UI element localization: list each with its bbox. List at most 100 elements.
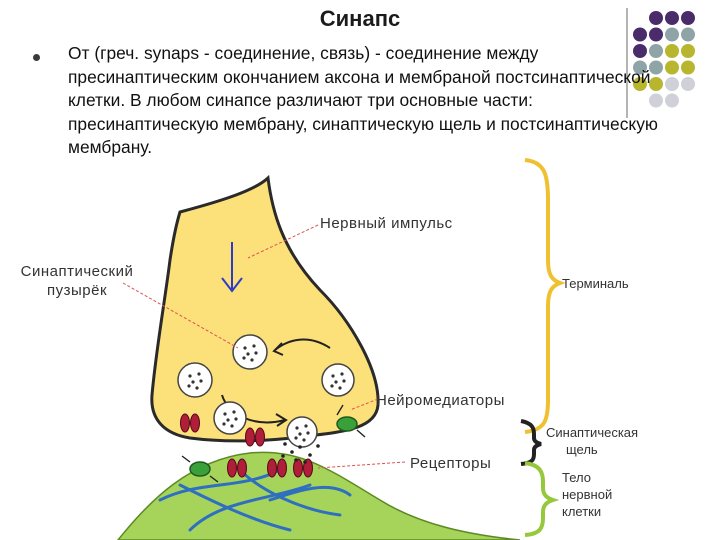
- decor-dot: [681, 11, 695, 25]
- bullet-marker: [33, 54, 40, 61]
- label-nerve-impulse: Нервный импульс: [320, 215, 453, 232]
- decor-dot: [649, 77, 663, 91]
- receptor: [277, 458, 287, 478]
- vesicle-content-dot: [188, 374, 192, 378]
- decor-dot: [681, 77, 695, 91]
- neurotransmitter-dot: [316, 444, 320, 448]
- decor-dot: [665, 44, 679, 58]
- vesicle-content-dot: [295, 426, 299, 430]
- vesicle-content-dot: [191, 380, 195, 384]
- neurotransmitter-dot: [283, 442, 287, 446]
- synaptic-cleft-brace: [520, 419, 542, 466]
- label-synaptic-cleft-line2: щель: [566, 442, 598, 457]
- receptor: [245, 427, 255, 447]
- decor-dot: [665, 93, 679, 108]
- vesicle-content-dot: [342, 379, 346, 383]
- synaptic-vesicle: [213, 401, 247, 435]
- label-cell-body-line2: нервной: [562, 487, 613, 502]
- decor-dot: [665, 11, 679, 25]
- label-terminal: Терминаль: [562, 276, 629, 291]
- vesicle-content-dot: [230, 424, 234, 428]
- decorative-dot-grid: [626, 8, 695, 118]
- decor-dot: [681, 27, 695, 42]
- label-synaptic-cleft-line1: Синаптическая: [546, 425, 639, 440]
- vesicle-content-dot: [187, 384, 191, 388]
- vesicle-content-dot: [302, 438, 306, 442]
- receptor: [267, 458, 277, 478]
- vesicle-content-dot: [298, 432, 302, 436]
- neurotransmitter-dot: [308, 453, 312, 457]
- vesicle-content-dot: [330, 384, 334, 388]
- transporter-blob-top: [336, 416, 358, 432]
- vesicle-content-dot: [331, 374, 335, 378]
- vesicle-content-dot: [254, 351, 258, 355]
- slide-title: Синапс: [319, 6, 401, 31]
- synaptic-vesicle: [177, 362, 213, 398]
- vesicle-content-dot: [222, 422, 226, 426]
- decor-dot: [681, 44, 695, 58]
- vesicle-content-dot: [306, 431, 310, 435]
- vesicle-content-dot: [304, 424, 308, 428]
- transporter-blob-bottom: [189, 461, 211, 477]
- receptor: [293, 458, 303, 478]
- vesicle-content-dot: [252, 344, 256, 348]
- receptor: [227, 458, 237, 478]
- terminal-brace: [524, 158, 566, 434]
- decor-dot: [665, 60, 679, 75]
- receptor: [180, 413, 190, 433]
- synaptic-vesicles: [177, 334, 355, 448]
- label-neurotransmitters: Нейромедиаторы: [376, 392, 505, 409]
- vesicle-content-dot: [223, 412, 227, 416]
- neurotransmitter-dot: [303, 460, 307, 464]
- decor-dot: [649, 11, 663, 25]
- receptor: [255, 427, 265, 447]
- vesicle-content-dot: [234, 417, 238, 421]
- decor-dot: [633, 44, 647, 58]
- neurotransmitter-dot: [290, 450, 294, 454]
- vesicle-content-dot: [334, 380, 338, 384]
- reuptake-arrows: [181, 404, 366, 483]
- slide-body-text: От (греч. synaps - соединение, связь) - …: [68, 43, 658, 157]
- vesicle-content-dot: [338, 386, 342, 390]
- vesicle-content-dot: [197, 372, 201, 376]
- receptor: [190, 413, 200, 433]
- vesicle-content-dot: [226, 418, 230, 422]
- vesicle-content-dot: [340, 372, 344, 376]
- cell-body-brace: [524, 461, 560, 537]
- synaptic-vesicle: [286, 416, 318, 448]
- postsynaptic-cell-body: [117, 451, 521, 540]
- decor-dot: [633, 27, 647, 42]
- synaptic-vesicle: [232, 334, 268, 370]
- decor-dot: [649, 44, 663, 58]
- decor-dot: [649, 93, 663, 108]
- vesicle-content-dot: [250, 358, 254, 362]
- neurotransmitter-dot: [281, 454, 285, 458]
- decor-dot: [633, 77, 647, 91]
- synaptic-vesicle: [321, 363, 355, 397]
- vesicle-content-dot: [246, 352, 250, 356]
- decor-dot: [649, 60, 663, 75]
- decor-dot: [665, 27, 679, 42]
- vesicle-content-dot: [199, 379, 203, 383]
- label-synaptic-vesicle-line1: Синаптический: [20, 263, 134, 280]
- label-synaptic-vesicle-line2: пузырёк: [46, 282, 108, 299]
- cell-fibers: [158, 468, 352, 532]
- decor-dot: [649, 27, 663, 42]
- receptor: [237, 458, 247, 478]
- nerve-impulse-arrow: [221, 242, 243, 293]
- decor-dot: [681, 60, 695, 75]
- vesicle-content-dot: [232, 410, 236, 414]
- neurotransmitter-dot: [298, 445, 302, 449]
- vesicle-content-dot: [294, 436, 298, 440]
- vesicle-content-dot: [242, 356, 246, 360]
- label-receptors: Рецепторы: [410, 455, 492, 472]
- label-cell-body-line3: клетки: [562, 504, 602, 519]
- pointer-lines: [122, 224, 406, 469]
- neurotransmitter-dots: [281, 442, 320, 464]
- neurotransmitter-dot: [294, 458, 298, 462]
- vesicle-content-dot: [243, 346, 247, 350]
- decor-dot: [633, 60, 647, 75]
- label-cell-body-line1: Тело: [562, 470, 591, 485]
- vesicle-content-dot: [195, 386, 199, 390]
